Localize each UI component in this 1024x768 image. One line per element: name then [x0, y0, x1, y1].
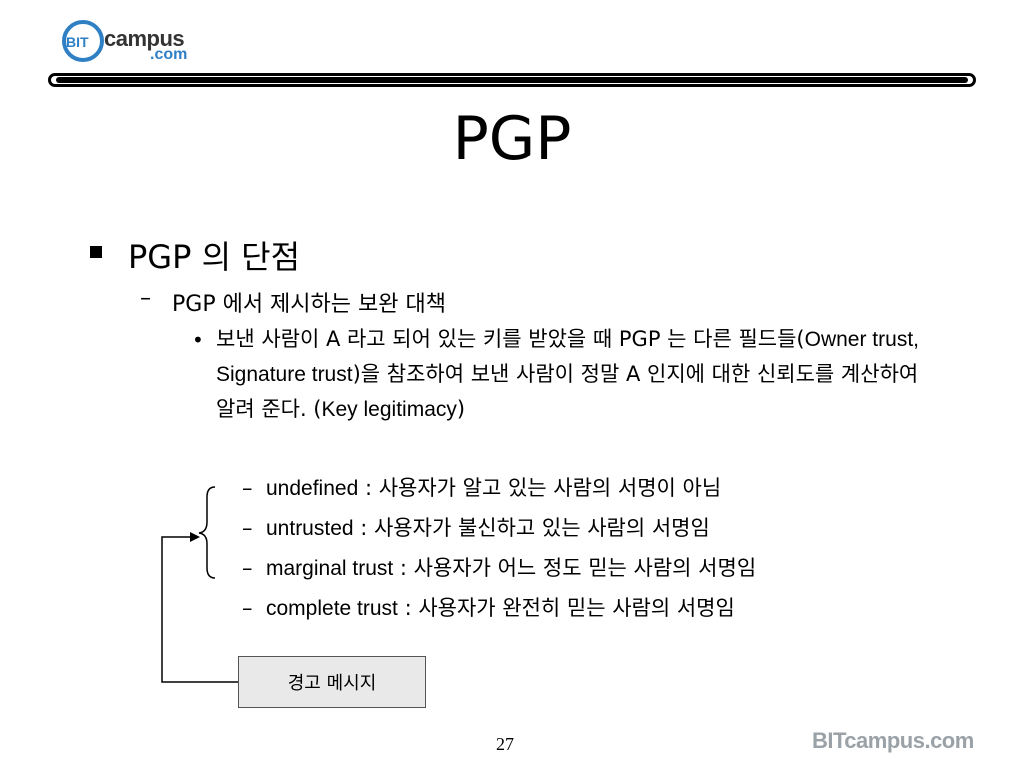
- logo-circle: [62, 20, 104, 62]
- dash-bullet-icon: –: [242, 556, 253, 580]
- trust-term: undefined: [266, 477, 359, 500]
- logo-com-text: .com: [150, 46, 188, 63]
- connector-line: [161, 536, 238, 683]
- bullet-level4-complete: –complete trust : 사용자가 완전히 믿는 사람의 서명임: [242, 592, 735, 622]
- square-bullet-icon: [90, 246, 102, 258]
- header-bar-fill: [56, 77, 968, 83]
- level3-text-1: 보낸 사람이 A 라고 되어 있는 키를 받았을 때 PGP 는 다른 필드들(: [216, 327, 805, 351]
- trust-desc: : 사용자가 완전히 믿는 사람의 서명임: [397, 596, 735, 620]
- warning-message-box: 경고 메시지: [238, 656, 426, 708]
- level3-text-3: )을 참조하여 보낸 사람이 정말 A 인지에 대한 신뢰도를 계산하여 알려 …: [216, 362, 919, 421]
- bullet-level4-undefined: –undefined : 사용자가 알고 있는 사람의 서명이 아님: [242, 472, 721, 502]
- trust-term: complete trust: [266, 597, 398, 620]
- trust-desc: : 사용자가 불신하고 있는 사람의 서명임: [353, 516, 710, 540]
- arrow-head-icon: [190, 532, 200, 542]
- trust-desc: : 사용자가 어느 정도 믿는 사람의 서명임: [393, 556, 757, 580]
- trust-desc: : 사용자가 알고 있는 사람의 서명이 아님: [358, 476, 722, 500]
- dash-bullet-icon: –: [140, 286, 151, 311]
- level3-text-5: ): [456, 397, 466, 421]
- bullet-level2: PGP 에서 제시하는 보완 대책: [172, 292, 446, 317]
- bullet-level4-marginal: –marginal trust : 사용자가 어느 정도 믿는 사람의 서명임: [242, 552, 756, 582]
- level3-text-2: Owner trust, Signature trust: [216, 328, 919, 386]
- level3-text-4: Key legitimacy: [321, 398, 457, 421]
- bullet-level4-untrusted: –untrusted : 사용자가 불신하고 있는 사람의 서명임: [242, 512, 710, 542]
- trust-term: untrusted: [266, 517, 354, 540]
- dash-bullet-icon: –: [242, 596, 253, 620]
- dash-bullet-icon: –: [242, 516, 253, 540]
- bullet-level3: 보낸 사람이 A 라고 되어 있는 키를 받았을 때 PGP 는 다른 필드들(…: [216, 322, 932, 427]
- logo-bit-text: BIT: [66, 34, 89, 50]
- curly-brace-icon: [198, 486, 216, 579]
- dot-bullet-icon: •: [192, 328, 204, 352]
- bullet-level1: PGP 의 단점: [128, 238, 301, 276]
- footer-logo: BITcampus.com: [812, 728, 974, 753]
- page-number: 27: [496, 734, 514, 754]
- dash-bullet-icon: –: [242, 476, 253, 500]
- trust-term: marginal trust: [266, 557, 394, 580]
- logo-campus-text: campus: [104, 26, 185, 51]
- slide-title: PGP: [452, 104, 572, 174]
